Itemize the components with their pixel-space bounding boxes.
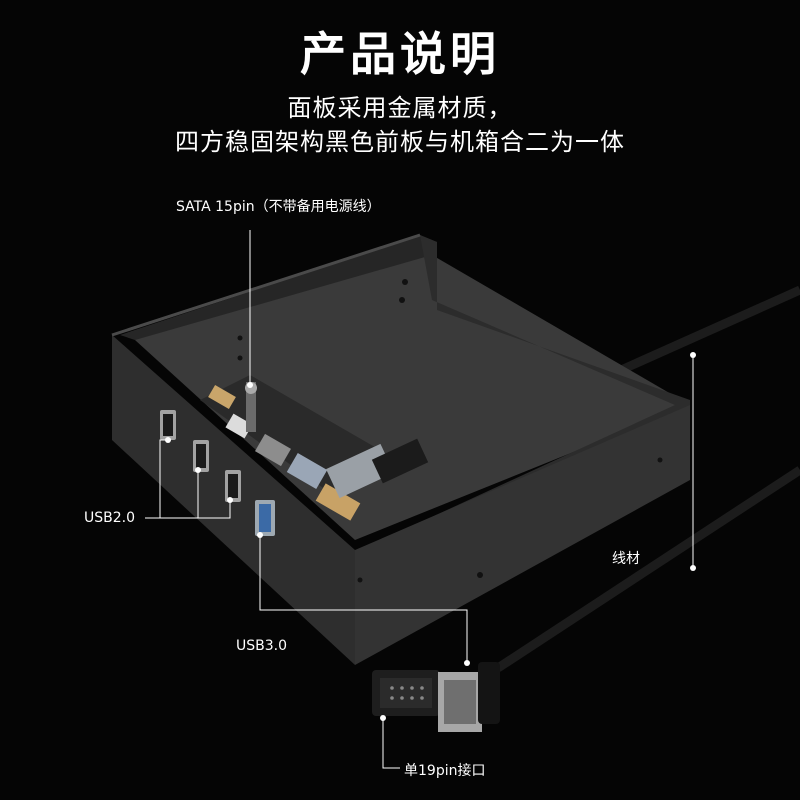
subtitle-line-1: 面板采用金属材质， (287, 94, 513, 122)
subtitle-line-2: 四方稳固架构黑色前板与机箱合二为一体 (175, 128, 625, 156)
screw (237, 335, 243, 341)
page-title: 产品说明 (300, 27, 500, 81)
sata-post (246, 382, 256, 432)
screw (237, 355, 243, 361)
screw (477, 572, 483, 578)
callout-lines (145, 230, 694, 769)
callout-connector: 单19pin接口 (404, 763, 486, 779)
bay-side-rail (355, 405, 690, 665)
screw (657, 457, 663, 463)
board-chip (255, 433, 291, 467)
usb3-port (255, 500, 275, 536)
usb2-ports (160, 410, 241, 502)
cable-lower (495, 466, 800, 672)
bay-floor (135, 255, 690, 540)
callout-sata: SATA 15pin（不带备用电源线） (176, 199, 381, 215)
board-chip (225, 413, 253, 439)
callout-usb3: USB3.0 (236, 638, 288, 654)
callout-cable: 线材 (612, 551, 640, 567)
screw (402, 279, 408, 285)
board-chip (208, 384, 236, 410)
board-chip (315, 483, 361, 521)
screw (357, 577, 363, 583)
callout-usb2: USB2.0 (84, 510, 136, 526)
usb-plug-housing (371, 438, 429, 484)
board-chip (286, 452, 328, 490)
screw (399, 297, 405, 303)
19pin-connector (372, 662, 500, 732)
